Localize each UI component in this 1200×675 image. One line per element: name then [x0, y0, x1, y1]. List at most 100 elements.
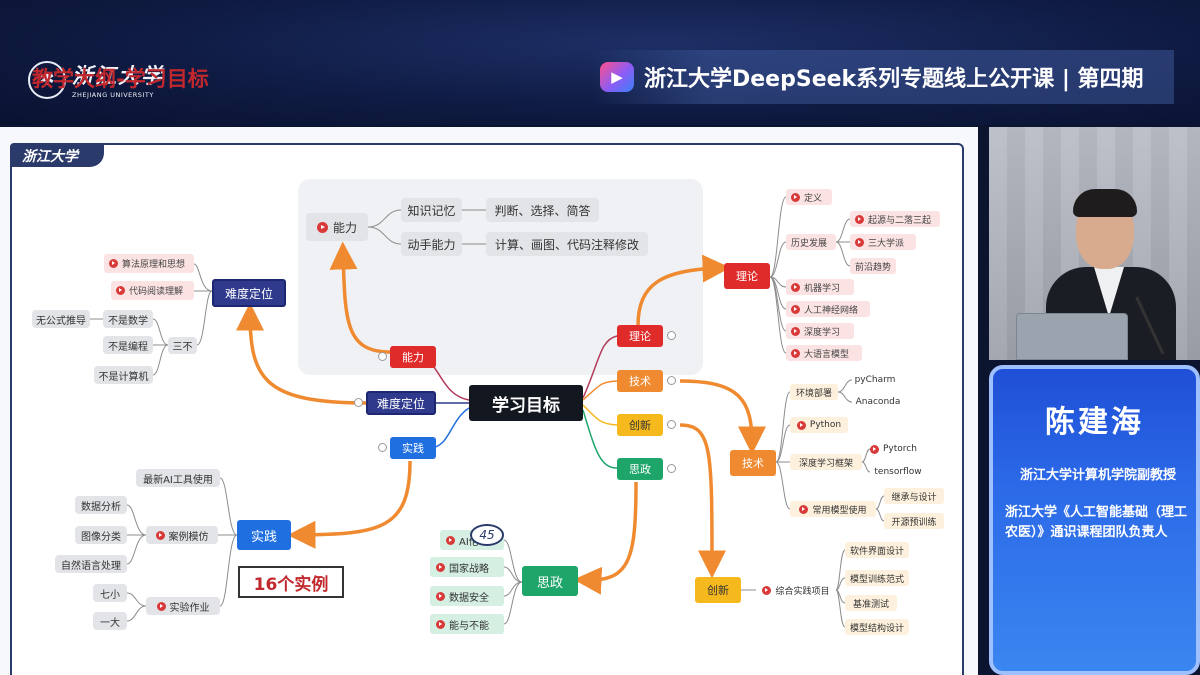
tech-main: 技术 [730, 450, 776, 476]
theory-main: 理论 [724, 263, 770, 289]
theory-item: 定义 [786, 189, 832, 205]
env-item: Anaconda [855, 397, 901, 407]
difficulty-main: 难度定位 [212, 279, 286, 307]
no-formula-node: 无公式推导 [32, 310, 90, 328]
play-bullet-icon [116, 286, 125, 295]
case-item: 自然语言处理 [55, 555, 127, 573]
hub-practice: 实践 [390, 437, 436, 459]
play-bullet-icon [791, 304, 800, 314]
speaker-title: 浙江大学计算机学院副教授 [1019, 468, 1176, 483]
sanbu-item: 不是编程 [103, 336, 153, 354]
case-item: 数据分析 [75, 496, 127, 514]
play-bullet-icon [796, 420, 806, 430]
play-bullet-icon [791, 192, 800, 202]
laptop-icon [1016, 313, 1128, 360]
collapse-toggle-icon [667, 376, 676, 385]
sanbu-node: 三不 [168, 337, 197, 354]
speaker-role: 浙江大学《人工智能基础（理工农医）》通识课程团队负责人 [1005, 505, 1188, 540]
play-bullet-icon [855, 214, 864, 224]
theory-item: 深度学习 [786, 323, 854, 339]
hub-tech: 技术 [617, 370, 663, 392]
play-bullet-icon [436, 619, 445, 629]
sanbu-item: 不是计算机 [94, 366, 153, 384]
ability-item: 知识记忆 [401, 198, 462, 222]
collapse-toggle-icon [354, 398, 363, 407]
mindmap-connectors [90, 196, 885, 628]
hub-theory: 理论 [617, 325, 663, 347]
tech-env: 环境部署 [790, 384, 838, 400]
speaker-hair [1073, 189, 1137, 217]
theory-item: 历史发展 [786, 234, 836, 250]
ideology-item: 国家战略 [430, 557, 504, 577]
course-banner: ▶ 浙江大学DeepSeek系列专题线上公开课 | 第四期 [590, 50, 1174, 104]
collapse-toggle-icon [667, 420, 676, 429]
slide-tab-logo: 浙江大学 [10, 143, 104, 167]
case-item: 图像分类 [75, 526, 127, 544]
theory-item: 机器学习 [786, 279, 854, 295]
model-item: 继承与设计 [884, 488, 944, 504]
hub-innovation: 创新 [617, 414, 663, 436]
play-bullet-icon [791, 282, 800, 292]
dl-item: Pytorch [870, 441, 932, 457]
logo-cn: 浙江大学 [72, 63, 164, 88]
hub-difficulty: 难度定位 [366, 391, 436, 415]
play-bullet-icon [109, 259, 118, 268]
course-title: 浙江大学DeepSeek系列专题线上公开课 | 第四期 [644, 67, 1144, 92]
center-node: 学习目标 [469, 385, 583, 421]
history-item: 前沿趋势 [850, 258, 896, 274]
project-item: 模型训练范式 [845, 570, 909, 586]
theory-item: 人工神经网络 [786, 301, 870, 317]
hub-ideology: 思政 [617, 458, 663, 480]
model-item: 开源预训练 [884, 513, 944, 529]
practice-homework: 实验作业 [146, 597, 220, 615]
innovation-main: 创新 [695, 577, 741, 603]
play-bullet-icon [791, 326, 800, 336]
play-bullet-icon [446, 535, 455, 545]
play-bullet-icon [316, 221, 328, 233]
stream-header: ✱ 浙江大学 ZHEJIANG UNIVERSITY ▶ 浙江大学DeepSee… [0, 0, 1200, 125]
practice-latest: 最新AI工具使用 [136, 469, 220, 487]
hub-ability: 能力 [390, 346, 436, 368]
ability-main: 能力 [306, 213, 368, 241]
innovation-project: 综合实践项目 [756, 582, 836, 598]
project-item: 模型结构设计 [845, 619, 909, 635]
speaker-video [989, 127, 1200, 360]
logo-en: ZHEJIANG UNIVERSITY [72, 91, 154, 99]
ideology-main: 思政 [522, 566, 578, 596]
play-bullet-icon [436, 562, 445, 572]
ideology-item: 数据安全 [430, 586, 504, 606]
sanbu-item: 不是数学 [103, 310, 153, 328]
dl-item: tensorflow [874, 467, 922, 477]
speaker-panel: 陈建海 浙江大学计算机学院副教授 浙江大学《人工智能基础（理工农医）》通识课程团… [987, 127, 1200, 675]
tech-python: Python [790, 417, 848, 433]
play-bullet-icon [791, 348, 800, 358]
collapse-toggle-icon [378, 352, 387, 361]
play-bullet-icon [799, 504, 809, 514]
play-bullet-icon [870, 444, 879, 454]
play-bullet-icon [436, 591, 445, 601]
collapse-toggle-icon [667, 331, 676, 340]
play-bullet-icon [155, 530, 165, 540]
collapse-toggle-icon [378, 443, 387, 452]
practice-main: 实践 [237, 520, 291, 550]
practice-case-study: 案例模仿 [146, 526, 218, 544]
ability-detail: 计算、画图、代码注释修改 [486, 232, 648, 256]
theory-item: 大语言模型 [786, 345, 862, 361]
play-bullet-icon [762, 585, 772, 595]
university-seal-icon: ✱ [28, 60, 66, 99]
play-logo-icon: ▶ [600, 62, 634, 92]
slide-title: 教学大纲-学习目标 [32, 67, 209, 91]
history-item: 三大学派 [850, 234, 916, 250]
ability-detail: 判断、选择、简答 [486, 198, 599, 222]
history-item: 起源与二落三起 [850, 211, 940, 227]
page-number: 45 [470, 524, 504, 546]
project-item: 基准测试 [845, 595, 897, 611]
speaker-name: 陈建海 [1045, 405, 1144, 440]
difficulty-item: 算法原理和思想 [104, 254, 194, 273]
difficulty-item: 代码阅读理解 [111, 281, 194, 300]
play-bullet-icon [156, 601, 166, 611]
env-item: pyCharm [854, 375, 896, 385]
project-item: 软件界面设计 [845, 542, 909, 558]
homework-item: 七小 [93, 584, 127, 602]
tech-dl-framework: 深度学习框架 [790, 454, 862, 470]
